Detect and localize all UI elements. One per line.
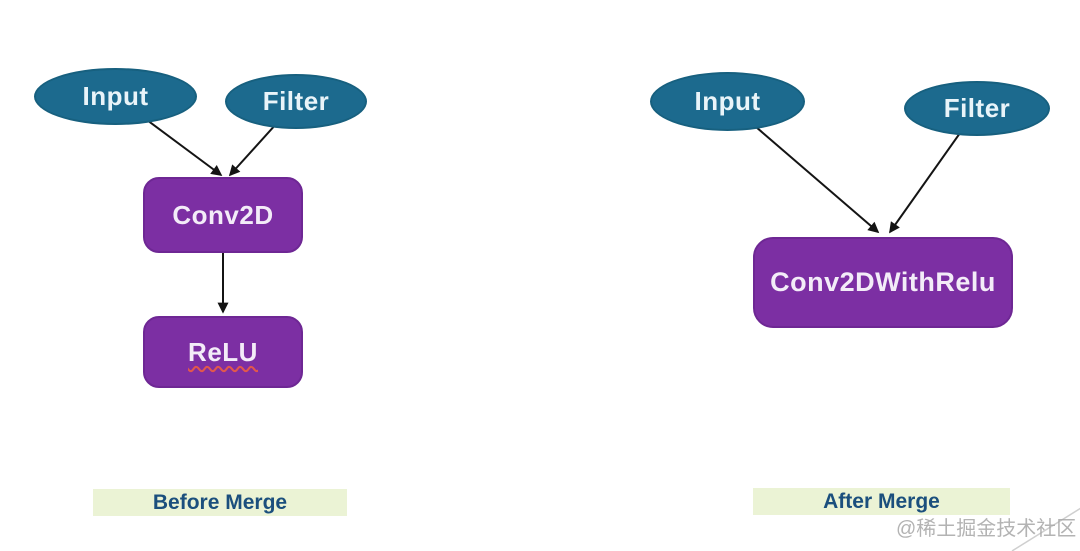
caption-before-merge: Before Merge xyxy=(93,489,347,516)
node-input-before-label: Input xyxy=(82,81,149,111)
node-relu-label: ReLU xyxy=(188,336,258,367)
caption-after-merge: After Merge xyxy=(753,488,1010,515)
node-conv2dwithrelu-label: Conv2DWithRelu xyxy=(770,267,996,297)
node-input-after: Input xyxy=(650,72,805,131)
node-conv2d-label: Conv2D xyxy=(172,199,274,230)
node-conv2d: Conv2D xyxy=(143,177,303,253)
node-conv2dwithrelu: Conv2DWithRelu xyxy=(753,237,1013,328)
node-filter-after: Filter xyxy=(904,81,1050,136)
node-input-after-label: Input xyxy=(694,86,761,116)
node-filter-before: Filter xyxy=(225,74,367,129)
node-filter-before-label: Filter xyxy=(262,86,330,116)
caption-after-merge-label: After Merge xyxy=(823,489,940,513)
node-relu: ReLU xyxy=(143,316,303,388)
watermark: @稀土掘金技术社区 xyxy=(896,518,1077,540)
watermark-diagonal-line xyxy=(1011,507,1080,551)
caption-before-merge-label: Before Merge xyxy=(152,490,288,514)
node-filter-after-label: Filter xyxy=(943,93,1011,123)
node-input-before: Input xyxy=(34,68,197,125)
